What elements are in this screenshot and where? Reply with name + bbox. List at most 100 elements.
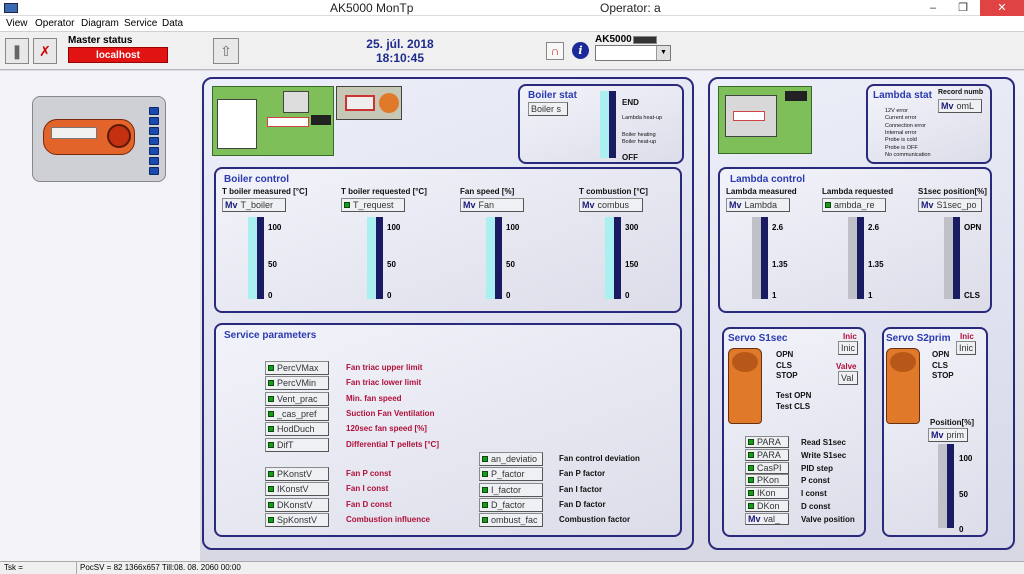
led-icon bbox=[268, 516, 274, 523]
menu-service[interactable]: Service bbox=[124, 18, 158, 29]
lambda-gauge-button-1[interactable]: ambda_re bbox=[822, 198, 886, 212]
board-transformer-icon bbox=[283, 91, 309, 113]
servo-s2-tick-high: 100 bbox=[959, 454, 973, 463]
magnet-button[interactable]: ∩ bbox=[546, 42, 564, 60]
servo-s1-valve-button[interactable]: Val bbox=[838, 371, 858, 385]
service-left-button-text-2: Vent_prac bbox=[277, 393, 318, 404]
servo-s2-state-1: CLS bbox=[932, 360, 948, 370]
service-left-button-3[interactable]: _cas_pref bbox=[265, 406, 329, 421]
boiler-gauge-bar-2 bbox=[486, 217, 502, 299]
datetime: 25. júl. 2018 18:10:45 bbox=[350, 37, 450, 65]
service-left-button-4[interactable]: HodDuch bbox=[265, 422, 329, 437]
led-icon bbox=[482, 517, 488, 524]
servo-s1-param-button-5[interactable]: DKon bbox=[745, 500, 789, 512]
boiler-state-lambda: Lambda heat-up bbox=[622, 115, 663, 121]
service-left2-button-2[interactable]: DKonstV bbox=[265, 497, 329, 512]
servo-s1-inic-button[interactable]: Inic bbox=[838, 341, 858, 355]
servo-s2-tick-low: 0 bbox=[959, 525, 964, 534]
servo-s2-tick-mid: 50 bbox=[959, 490, 968, 499]
menu-view[interactable]: View bbox=[6, 18, 28, 29]
service-left-desc-3: Suction Fan Ventilation bbox=[346, 408, 435, 418]
board-module-icon bbox=[217, 99, 257, 149]
mv-icon: Mv bbox=[921, 200, 934, 210]
led-icon bbox=[748, 503, 754, 509]
boiler-gauge-button-1[interactable]: T_request bbox=[341, 198, 405, 212]
servo-s1-param-text-4: IKon bbox=[757, 488, 776, 499]
lambda-gauge-tick-1-1: 1.35 bbox=[868, 260, 884, 269]
ak-device-select[interactable]: ▼ bbox=[595, 45, 671, 61]
connect-button[interactable]: ❚ bbox=[5, 38, 29, 64]
service-right-button-2[interactable]: I_factor bbox=[479, 482, 543, 497]
servo-s1-test-0[interactable]: Test OPN bbox=[776, 391, 812, 400]
service-right-button-4[interactable]: ombust_fac bbox=[479, 513, 543, 528]
minimize-icon[interactable]: – bbox=[929, 2, 937, 14]
servo-s2-inic-button[interactable]: Inic bbox=[956, 341, 976, 355]
title-bar: AK5000 MonTp Operator: a – ❐ ✕ bbox=[0, 0, 1024, 16]
menu-bar: View Operator Diagram Service Data bbox=[0, 16, 1024, 32]
servo-s1-param-button-2[interactable]: CasPI bbox=[745, 461, 789, 474]
lambda-gauge-label-0: Lambda measured bbox=[726, 187, 797, 196]
boiler-control-panel bbox=[214, 167, 682, 313]
marker-2 bbox=[149, 117, 159, 125]
led-icon bbox=[748, 439, 754, 445]
service-left-button-2[interactable]: Vent_prac bbox=[265, 391, 329, 406]
boiler-stat-title: Boiler stat bbox=[528, 90, 577, 101]
service-left-button-5[interactable]: DifT bbox=[265, 437, 329, 452]
servo-s1-param-button-3[interactable]: PKon bbox=[745, 474, 789, 487]
menu-data[interactable]: Data bbox=[162, 18, 184, 29]
service-right-button-0[interactable]: an_deviatio bbox=[479, 452, 543, 466]
mv-icon: Mv bbox=[748, 513, 761, 524]
boiler-gauge-tick-1-2: 0 bbox=[387, 291, 392, 300]
led-icon bbox=[482, 486, 488, 493]
service-left-desc-0: Fan triac upper limit bbox=[346, 363, 423, 372]
boiler-gauge-bar-fill-1 bbox=[367, 217, 376, 299]
boiler-state-off: OFF bbox=[622, 153, 638, 162]
time-text: 18:10:45 bbox=[375, 51, 425, 65]
ak-label: AK5000 bbox=[595, 34, 632, 45]
servo-s1-param-button-0[interactable]: PARA bbox=[745, 436, 789, 448]
boiler-gauge-tick-0-1: 50 bbox=[268, 260, 277, 269]
service-right-button-1[interactable]: P_factor bbox=[479, 467, 543, 482]
servo-s1-param-button-1[interactable]: PARA bbox=[745, 448, 789, 461]
servo-s1-param-button-4[interactable]: IKon bbox=[745, 487, 789, 500]
device-thumbnail[interactable] bbox=[32, 96, 166, 182]
servo-s1-test-1[interactable]: Test CLS bbox=[776, 401, 811, 411]
service-left2-button-1[interactable]: IKonstV bbox=[265, 482, 329, 497]
service-left-button-1[interactable]: PercVMin bbox=[265, 376, 329, 391]
lambda-gauge-bar-fill-2 bbox=[944, 217, 953, 299]
service-left-button-0[interactable]: PercVMax bbox=[265, 361, 329, 375]
boiler-stat-button[interactable]: Boiler s bbox=[528, 102, 568, 116]
info-button[interactable]: i bbox=[572, 42, 589, 59]
servo-s2-title: Servo S2prim bbox=[886, 333, 951, 344]
service-left2-button-3[interactable]: SpKonstV bbox=[265, 512, 329, 527]
disconnect-button[interactable]: ✗ bbox=[33, 38, 57, 64]
led-icon bbox=[482, 471, 488, 478]
upload-button[interactable]: ⇧ bbox=[213, 38, 239, 64]
boiler-gauge-button-text-2: Fan bbox=[478, 200, 495, 210]
menu-operator[interactable]: Operator bbox=[35, 18, 75, 29]
lambda-state-6: No communication bbox=[885, 151, 931, 158]
close-icon[interactable]: ✕ bbox=[980, 0, 1024, 16]
servo-s1-param-text-3: PKon bbox=[757, 475, 780, 486]
boiler-control-title: Boiler control bbox=[224, 174, 290, 185]
boiler-gauge-tick-2-1: 50 bbox=[506, 260, 515, 269]
lambda-state-2: Connection error bbox=[885, 122, 926, 129]
service-left2-button-0[interactable]: PKonstV bbox=[265, 467, 329, 481]
service-right-button-text-4: ombust_fac bbox=[491, 515, 538, 526]
restore-icon[interactable]: ❐ bbox=[958, 2, 968, 14]
boiler-gauge-label-0: T boiler measured [°C] bbox=[222, 187, 308, 196]
menu-diagram[interactable]: Diagram bbox=[81, 18, 119, 29]
boiler-gauge-bar-1 bbox=[367, 217, 383, 299]
lambda-gauge-tick-0-0: 2.6 bbox=[772, 223, 784, 232]
servo-s1-title: Servo S1sec bbox=[728, 333, 788, 344]
service-right-button-3[interactable]: D_factor bbox=[479, 497, 543, 512]
lambda-gauge-bar-fill-0 bbox=[752, 217, 761, 299]
